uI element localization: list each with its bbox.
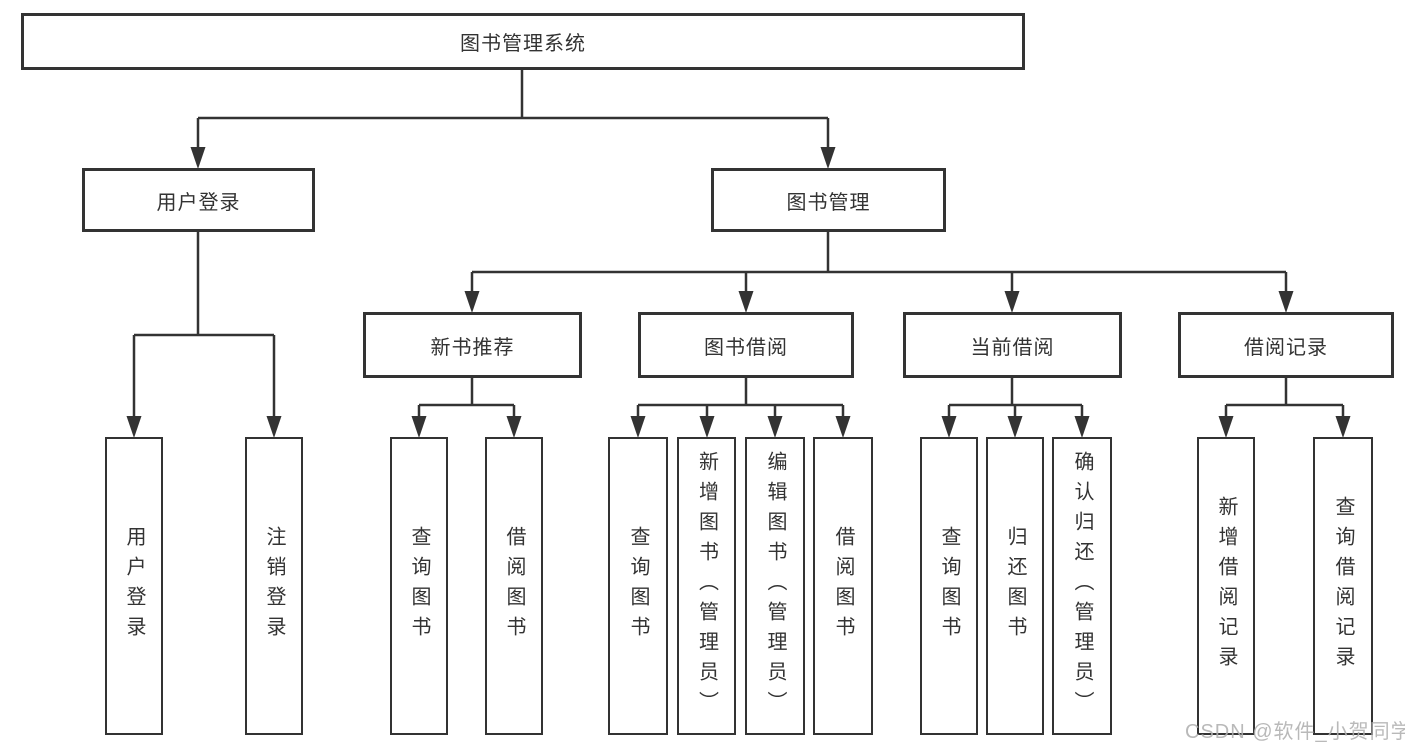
leaf-add-borrow-record: 新增借阅记录: [1197, 437, 1255, 735]
leaf-query-borrow-record: 查询借阅记录: [1313, 437, 1373, 735]
csdn-watermark: CSDN @软件_小贺同学: [1185, 721, 1405, 743]
leaf-edit-books-admin: 编辑图书（管理员）: [745, 437, 805, 735]
leaf-borrow-books-recommend: 借阅图书: [485, 437, 543, 735]
leaf-query-books-borrow: 查询图书: [608, 437, 668, 735]
node-current-borrowing: 当前借阅: [903, 312, 1122, 378]
leaf-borrow-books: 借阅图书: [813, 437, 873, 735]
node-borrowing-records: 借阅记录: [1178, 312, 1394, 378]
leaf-query-books-current: 查询图书: [920, 437, 978, 735]
node-book-borrowing: 图书借阅: [638, 312, 854, 378]
leaf-user-login: 用户登录: [105, 437, 163, 735]
leaf-confirm-return-admin: 确认归还（管理员）: [1052, 437, 1112, 735]
leaf-add-books-admin: 新增图书（管理员）: [677, 437, 736, 735]
node-root-library-management-system: 图书管理系统: [21, 13, 1025, 70]
node-user-login: 用户登录: [82, 168, 315, 232]
node-new-book-recommendation: 新书推荐: [363, 312, 582, 378]
leaf-logout: 注销登录: [245, 437, 303, 735]
leaf-return-books: 归还图书: [986, 437, 1044, 735]
leaf-query-books-recommend: 查询图书: [390, 437, 448, 735]
node-book-management: 图书管理: [711, 168, 946, 232]
